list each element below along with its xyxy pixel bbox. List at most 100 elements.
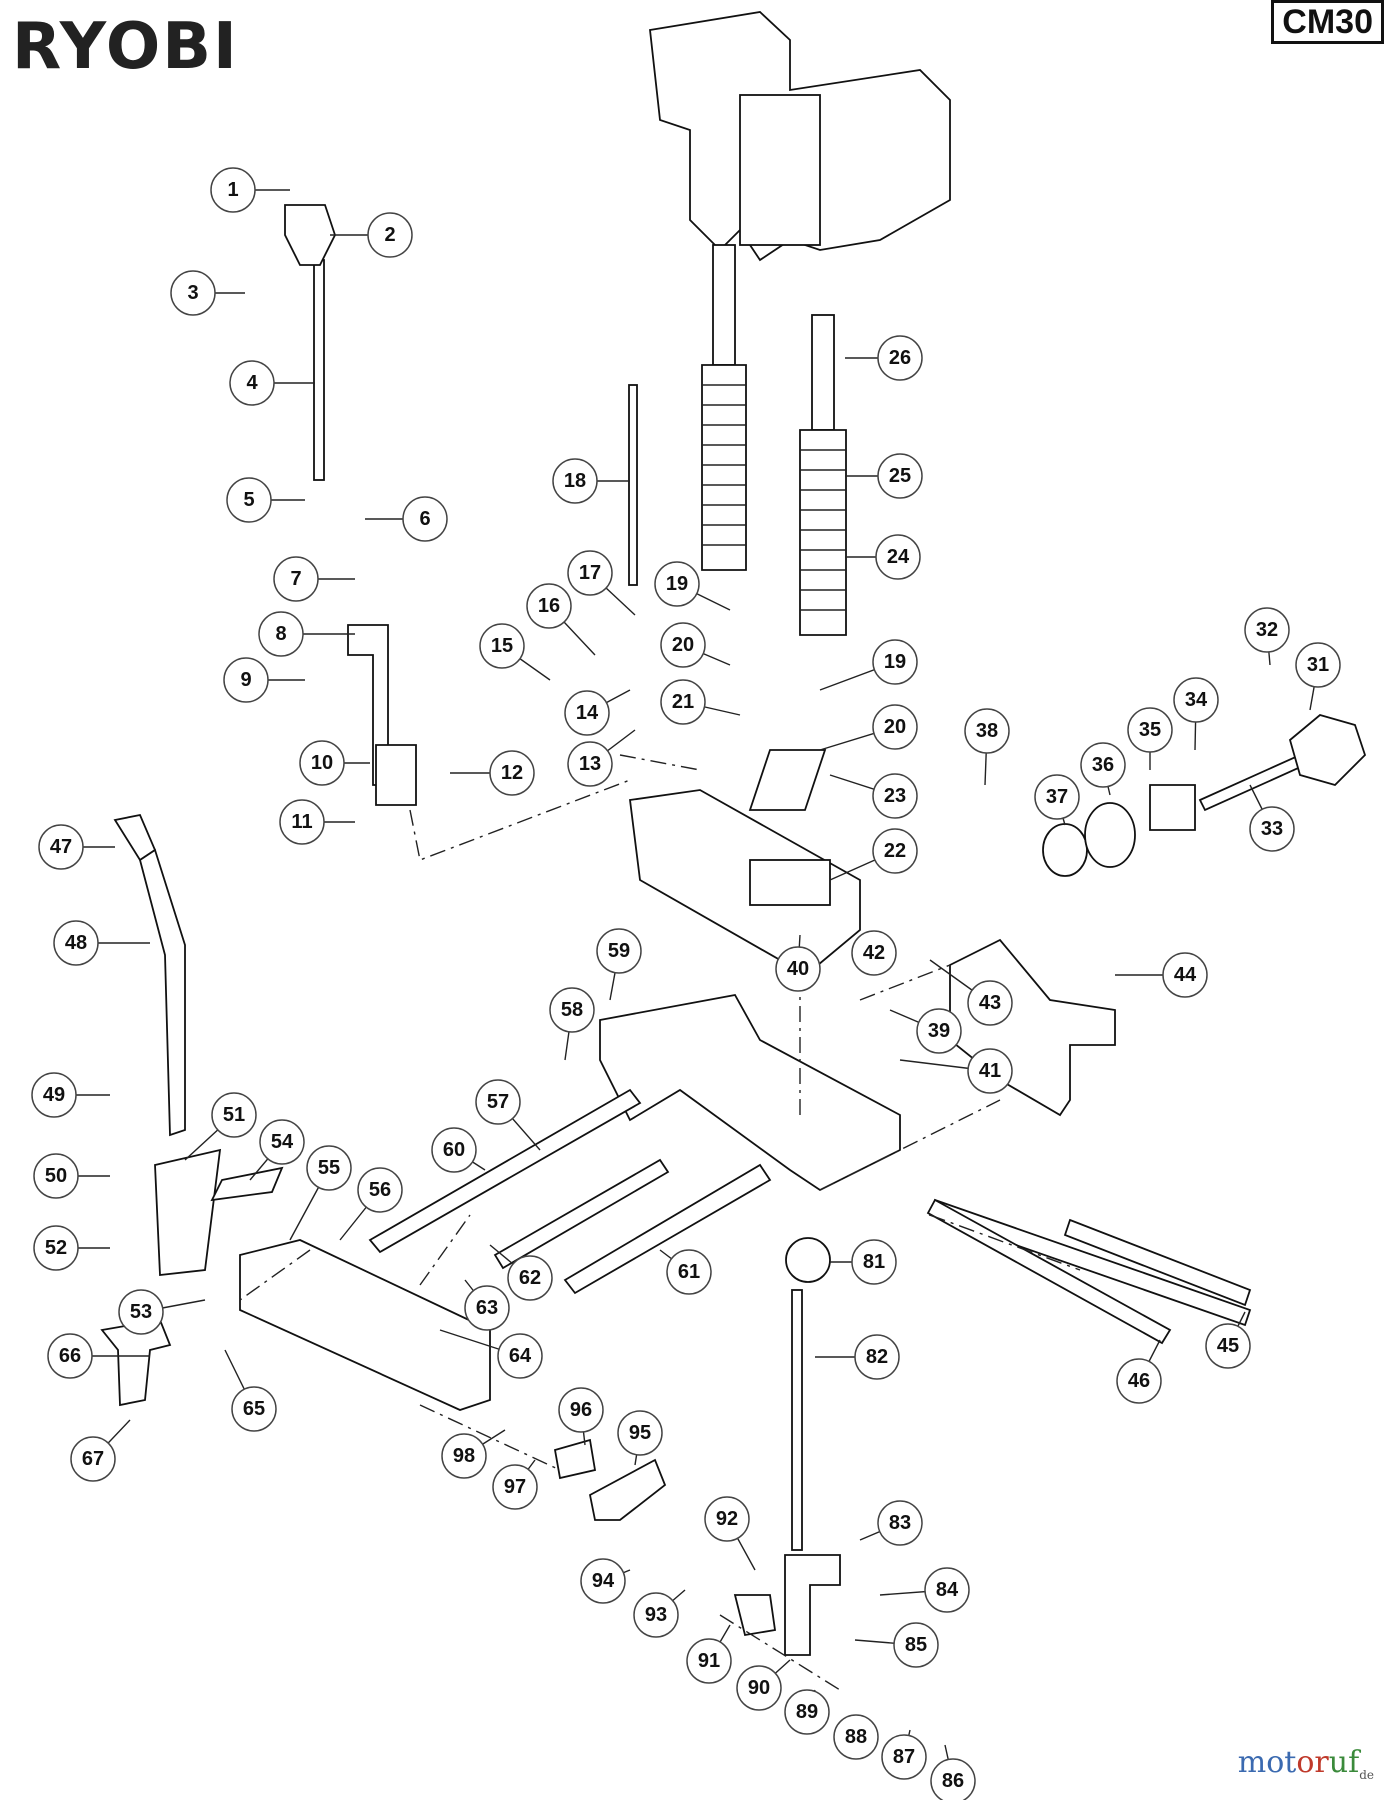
callout-number: 13	[579, 753, 601, 775]
callout-number: 40	[787, 958, 809, 980]
callout-59: 59	[596, 928, 642, 974]
callout-number: 50	[45, 1165, 67, 1187]
callout-number: 85	[905, 1634, 927, 1656]
callout-circle	[596, 928, 642, 974]
callout-51: 51	[211, 1092, 257, 1138]
callout-97: 97	[492, 1464, 538, 1510]
callout-number: 92	[716, 1508, 738, 1530]
callout-circle	[479, 623, 525, 669]
callout-circle	[686, 1638, 732, 1684]
callout-number: 38	[976, 720, 998, 742]
callout-44: 44	[1162, 952, 1208, 998]
callout-43: 43	[967, 980, 1013, 1026]
callout-1: 1	[210, 167, 256, 213]
callout-88: 88	[833, 1714, 879, 1760]
callout-circle	[967, 1048, 1013, 1094]
brand-logo: RYOBI	[12, 10, 239, 84]
callout-number: 59	[608, 940, 630, 962]
callout-number: 55	[318, 1157, 340, 1179]
callout-circle	[736, 1665, 782, 1711]
callout-81: 81	[851, 1239, 897, 1285]
callout-number: 81	[863, 1251, 885, 1273]
callout-number: 15	[491, 635, 513, 657]
callout-number: 9	[240, 669, 251, 691]
callout-circle	[223, 657, 269, 703]
callout-circle	[229, 360, 275, 406]
callout-number: 87	[893, 1746, 915, 1768]
callout-32: 32	[1244, 607, 1290, 653]
callout-11: 11	[279, 799, 325, 845]
callout-circle	[1173, 677, 1219, 723]
callout-number: 56	[369, 1179, 391, 1201]
callout-42: 42	[851, 930, 897, 976]
callout-number: 17	[579, 562, 601, 584]
callout-66: 66	[47, 1333, 93, 1379]
callout-circle	[1116, 1358, 1162, 1404]
callout-number: 8	[275, 623, 286, 645]
callout-circle	[38, 824, 84, 870]
callout-number: 49	[43, 1084, 65, 1106]
callout-circle	[211, 1092, 257, 1138]
callout-circle	[964, 708, 1010, 754]
callout-18: 18	[552, 458, 598, 504]
callout-48: 48	[53, 920, 99, 966]
callout-number: 23	[884, 785, 906, 807]
callout-12: 12	[489, 750, 535, 796]
callout-circle	[1127, 707, 1173, 753]
callout-circle	[567, 550, 613, 596]
callout-circle	[441, 1433, 487, 1479]
callout-57: 57	[475, 1079, 521, 1125]
callout-96: 96	[558, 1387, 604, 1433]
callout-39: 39	[916, 1008, 962, 1054]
callout-number: 57	[487, 1091, 509, 1113]
callout-number: 20	[884, 716, 906, 738]
callout-number: 32	[1256, 619, 1278, 641]
watermark: motorufde	[1238, 1745, 1374, 1782]
callout-number: 64	[509, 1345, 532, 1367]
callout-circle	[70, 1436, 116, 1482]
callout-circle	[877, 1500, 923, 1546]
callout-number: 51	[223, 1104, 245, 1126]
callout-87: 87	[881, 1734, 927, 1780]
callout-number: 52	[45, 1237, 67, 1259]
callout-number: 62	[519, 1267, 541, 1289]
callout-60: 60	[431, 1127, 477, 1173]
callout-number: 12	[501, 762, 523, 784]
callout-circle	[930, 1758, 976, 1800]
callout-circle	[893, 1622, 939, 1668]
callout-63: 63	[464, 1285, 510, 1331]
callout-33: 33	[1249, 806, 1295, 852]
callout-58: 58	[549, 987, 595, 1033]
callout-number: 61	[678, 1261, 700, 1283]
callout-circle	[279, 799, 325, 845]
callout-circle	[872, 828, 918, 874]
callout-number: 24	[887, 546, 910, 568]
callout-34: 34	[1173, 677, 1219, 723]
callout-circle	[231, 1386, 277, 1432]
callout-number: 96	[570, 1399, 592, 1421]
callout-number: 41	[979, 1060, 1001, 1082]
callout-92: 92	[704, 1496, 750, 1542]
callout-number: 67	[82, 1448, 104, 1470]
callout-circle	[431, 1127, 477, 1173]
callout-number: 91	[698, 1650, 720, 1672]
callout-number: 43	[979, 992, 1001, 1014]
callout-54: 54	[259, 1119, 305, 1165]
callout-number: 94	[592, 1570, 615, 1592]
callout-number: 3	[187, 282, 198, 304]
callout-52: 52	[33, 1225, 79, 1271]
callout-number: 6	[419, 508, 430, 530]
callout-circle	[666, 1249, 712, 1295]
callout-circle	[53, 920, 99, 966]
callout-3: 3	[170, 270, 216, 316]
callout-circle	[704, 1496, 750, 1542]
leader-lines	[54, 189, 1319, 1782]
callout-91: 91	[686, 1638, 732, 1684]
callout-89: 89	[784, 1689, 830, 1735]
callout-circle	[492, 1464, 538, 1510]
callout-83: 83	[877, 1500, 923, 1546]
callout-number: 33	[1261, 818, 1283, 840]
callout-15: 15	[479, 623, 525, 669]
